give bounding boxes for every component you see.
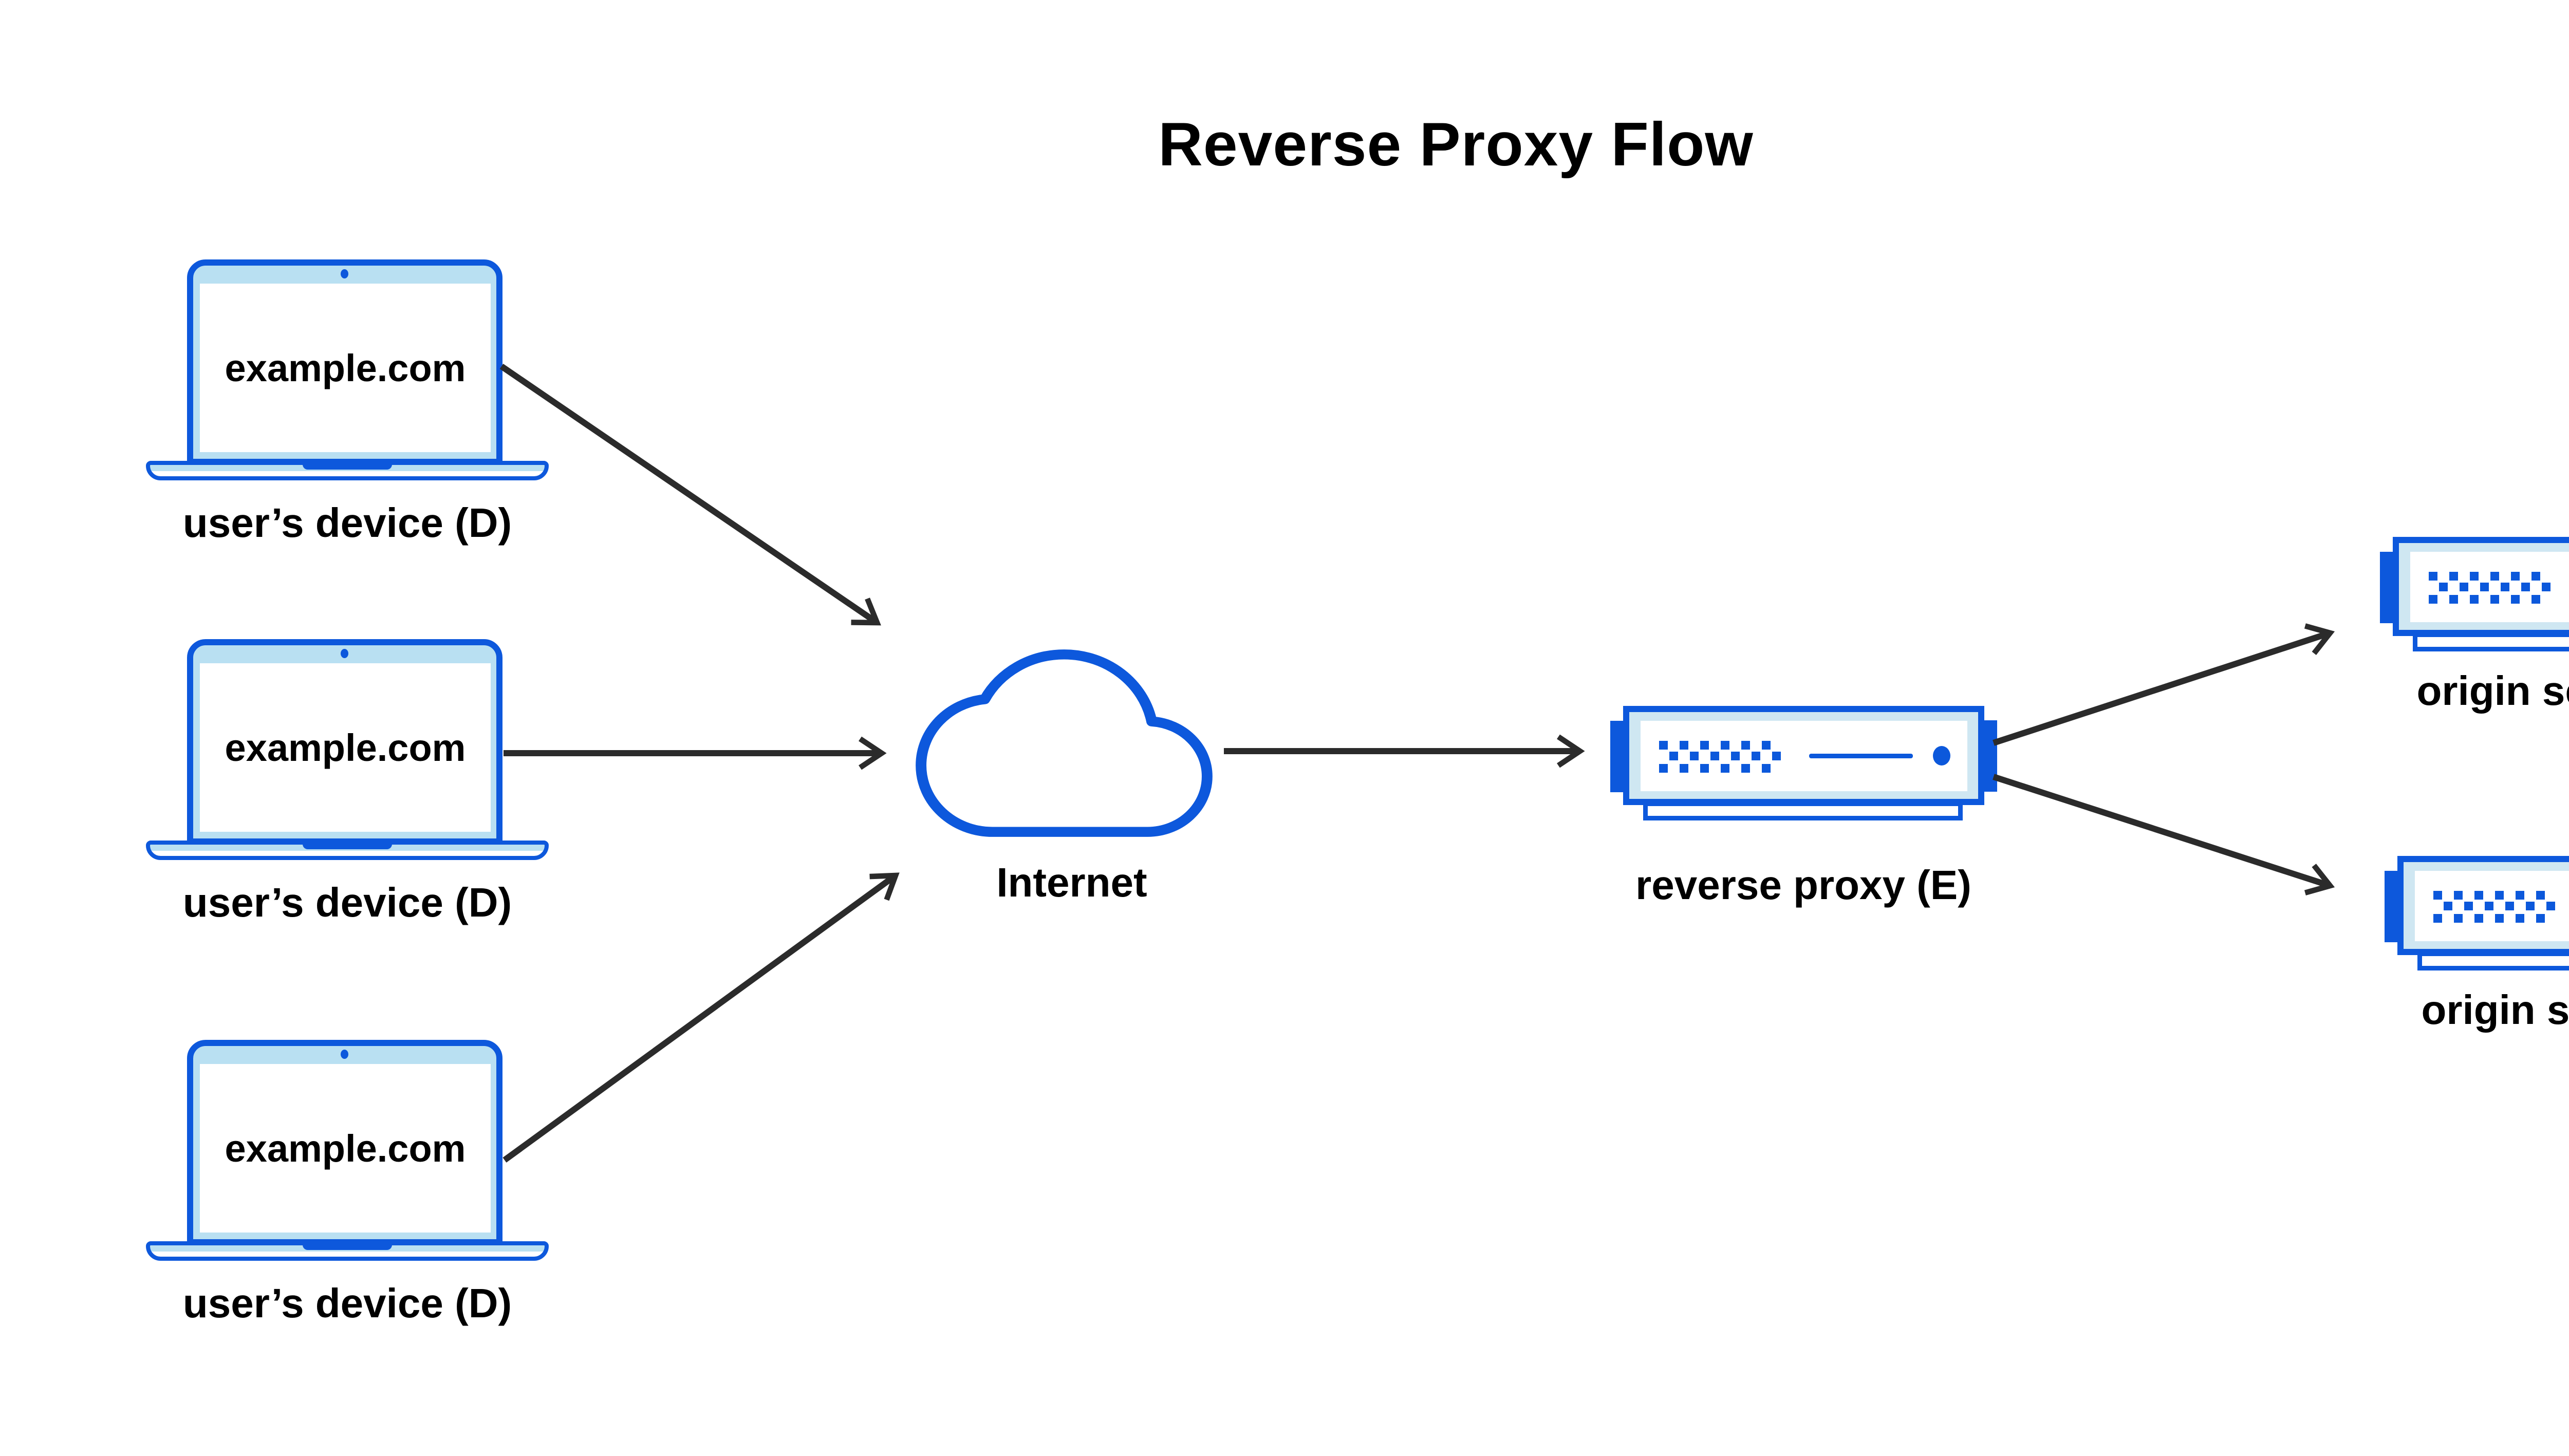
arrow-device1-to-internet [499, 364, 881, 626]
device-screen-text: example.com [225, 726, 466, 769]
laptop-camera-dot [341, 1050, 348, 1059]
laptop-icon: example.com [187, 1040, 502, 1245]
laptop-hinge-notch [303, 1242, 392, 1250]
arrow-proxy-to-origin1 [1993, 623, 2335, 746]
laptop-screen: example.com [200, 1064, 491, 1233]
laptop-camera-dot [341, 269, 348, 278]
user-device-node: example.com user’s device (D) [146, 257, 549, 575]
server-front-panel [2415, 871, 2569, 941]
server-face-pattern [2415, 871, 2569, 941]
arrow-device3-to-internet [502, 872, 900, 1163]
diagram-title: Reverse Proxy Flow [1158, 110, 1754, 179]
laptop-camera-dot [341, 649, 348, 658]
laptop-hinge-notch [303, 462, 392, 470]
reverse-proxy-label: reverse proxy (E) [1635, 862, 1971, 908]
cloud-icon [916, 649, 1213, 837]
laptop-screen: example.com [200, 663, 491, 832]
origin-server-label: origin server (F) [2416, 668, 2569, 714]
device-label: user’s device (D) [182, 1280, 512, 1326]
origin-server-node: origin server (F) [2380, 537, 2569, 758]
user-device-node: example.com user’s device (D) [146, 1037, 549, 1356]
origin-server-node: origin server (F) [2385, 856, 2569, 1077]
internet-label: Internet [996, 860, 1147, 905]
user-device-node: example.com user’s device (D) [146, 637, 549, 955]
device-screen-text: example.com [225, 346, 466, 389]
laptop-icon: example.com [187, 259, 502, 465]
laptop-hinge-notch [303, 842, 392, 849]
laptop-icon: example.com [187, 639, 502, 845]
server-front-panel [2410, 552, 2569, 622]
device-label: user’s device (D) [182, 880, 512, 925]
server-face-pattern [1641, 721, 1967, 791]
device-label: user’s device (D) [182, 500, 512, 546]
server-front-panel [1641, 721, 1967, 791]
reverse-proxy-node: reverse proxy (E) [1610, 706, 1997, 927]
laptop-screen: example.com [200, 284, 491, 452]
origin-server-label: origin server (F) [2421, 987, 2569, 1033]
arrow-proxy-to-origin2 [1993, 774, 2335, 895]
server-face-pattern [2410, 552, 2569, 622]
device-screen-text: example.com [225, 1127, 466, 1170]
